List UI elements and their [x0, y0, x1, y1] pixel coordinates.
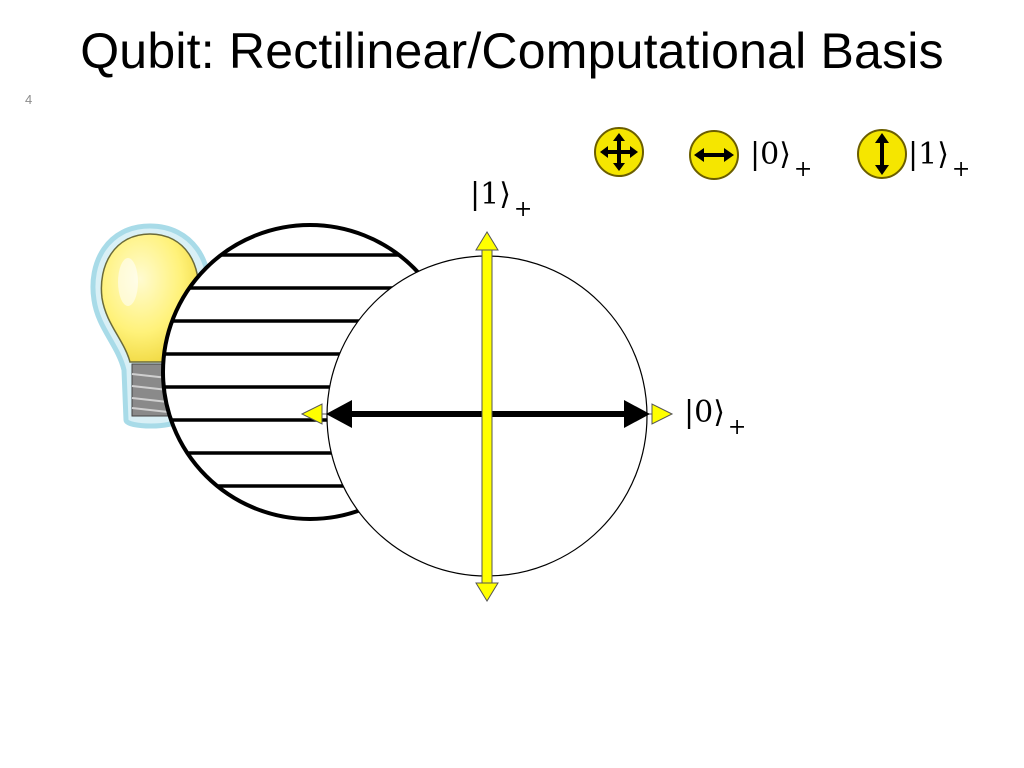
state-label-zero: |0⟩+ [684, 395, 746, 439]
slide-number: 4 [25, 92, 33, 107]
state-label-one: |1⟩+ [470, 177, 532, 221]
legend-ket-one: |1⟩ [908, 137, 949, 172]
horizontal-arrow-icon [689, 130, 739, 180]
legend-label-one: |1⟩+ [908, 137, 970, 181]
slide-title: Qubit: Rectilinear/Computational Basis [80, 23, 944, 79]
legend-ket-zero: |0⟩ [750, 137, 791, 172]
vertical-arrow-icon [857, 129, 907, 179]
legend-sub-zero: + [793, 157, 813, 182]
state-sub-zero: + [727, 415, 747, 440]
legend-sub-one: + [951, 157, 971, 182]
state-sub-one: + [513, 197, 533, 222]
four-way-arrow-icon [594, 127, 644, 177]
state-ket-zero: |0⟩ [684, 395, 725, 430]
one-state-arrow [475, 231, 499, 602]
state-ket-one: |1⟩ [470, 177, 511, 212]
legend-label-zero: |0⟩+ [750, 137, 812, 181]
